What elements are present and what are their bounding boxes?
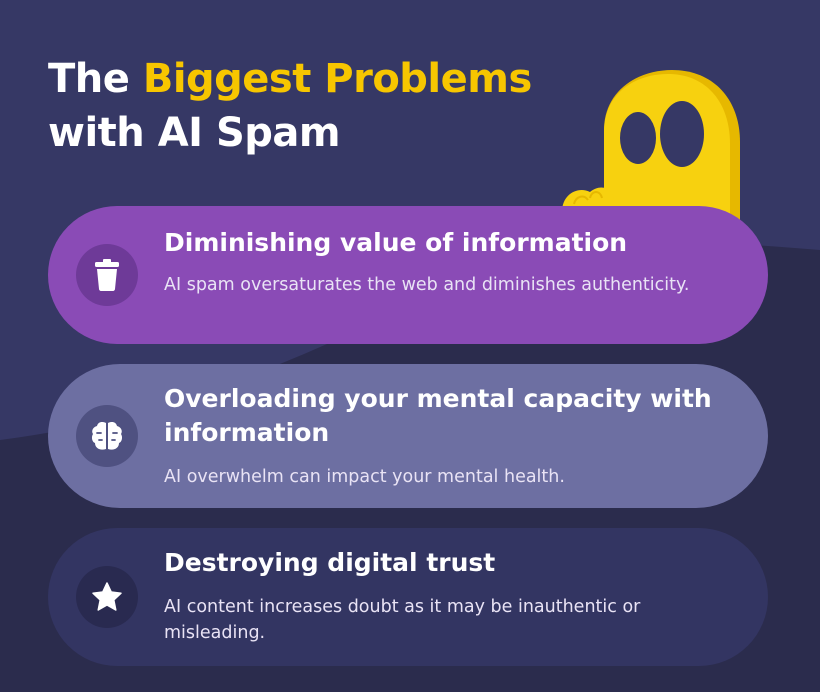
card-title: Overloading your mental capacity with in… bbox=[164, 384, 712, 447]
card-description: AI spam oversaturates the web and dimini… bbox=[164, 275, 690, 295]
icon-circle bbox=[76, 566, 138, 628]
title-part-2: with AI Spam bbox=[48, 110, 341, 156]
card-description: AI overwhelm can impact your mental heal… bbox=[164, 467, 565, 487]
star-icon bbox=[92, 582, 122, 611]
page-title: The Biggest Problems with AI Spam bbox=[48, 52, 532, 160]
icon-circle bbox=[76, 244, 138, 306]
icon-circle bbox=[76, 405, 138, 467]
problem-card-1: Diminishing value of information AI spam… bbox=[48, 206, 768, 344]
ghost-mascot bbox=[562, 70, 740, 220]
brain-icon bbox=[91, 422, 123, 450]
mascot-right-eye bbox=[660, 101, 704, 167]
card-title: Diminishing value of information bbox=[164, 228, 628, 257]
trash-icon bbox=[95, 259, 119, 291]
mascot-left-eye bbox=[620, 112, 656, 164]
problem-card-2: Overloading your mental capacity with in… bbox=[48, 364, 768, 508]
title-highlight: Biggest Problems bbox=[142, 56, 532, 102]
title-part-1: The bbox=[48, 56, 143, 102]
card-title: Destroying digital trust bbox=[164, 548, 496, 577]
problem-card-3: Destroying digital trust AI content incr… bbox=[48, 528, 768, 666]
card-description: AI content increases doubt as it may be … bbox=[164, 597, 641, 643]
